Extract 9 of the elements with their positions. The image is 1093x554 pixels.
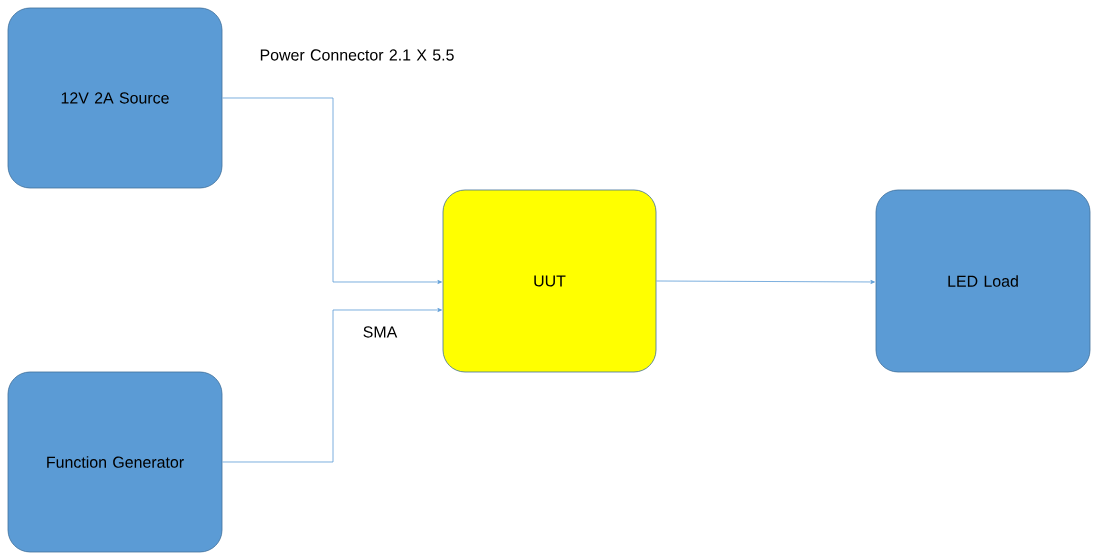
device-box: UUT xyxy=(442,189,657,373)
edge-label: SMA xyxy=(363,326,398,338)
equipment-box: Function Generator xyxy=(7,371,223,553)
equipment-box: 12V 2A Source xyxy=(7,7,223,189)
arrow xyxy=(656,280,875,284)
arrow xyxy=(222,308,442,463)
arrow xyxy=(222,97,442,284)
edge-label: Power Connector 2.1 X 5.5 xyxy=(260,49,454,61)
equipment-box: LED Load xyxy=(875,189,1091,373)
